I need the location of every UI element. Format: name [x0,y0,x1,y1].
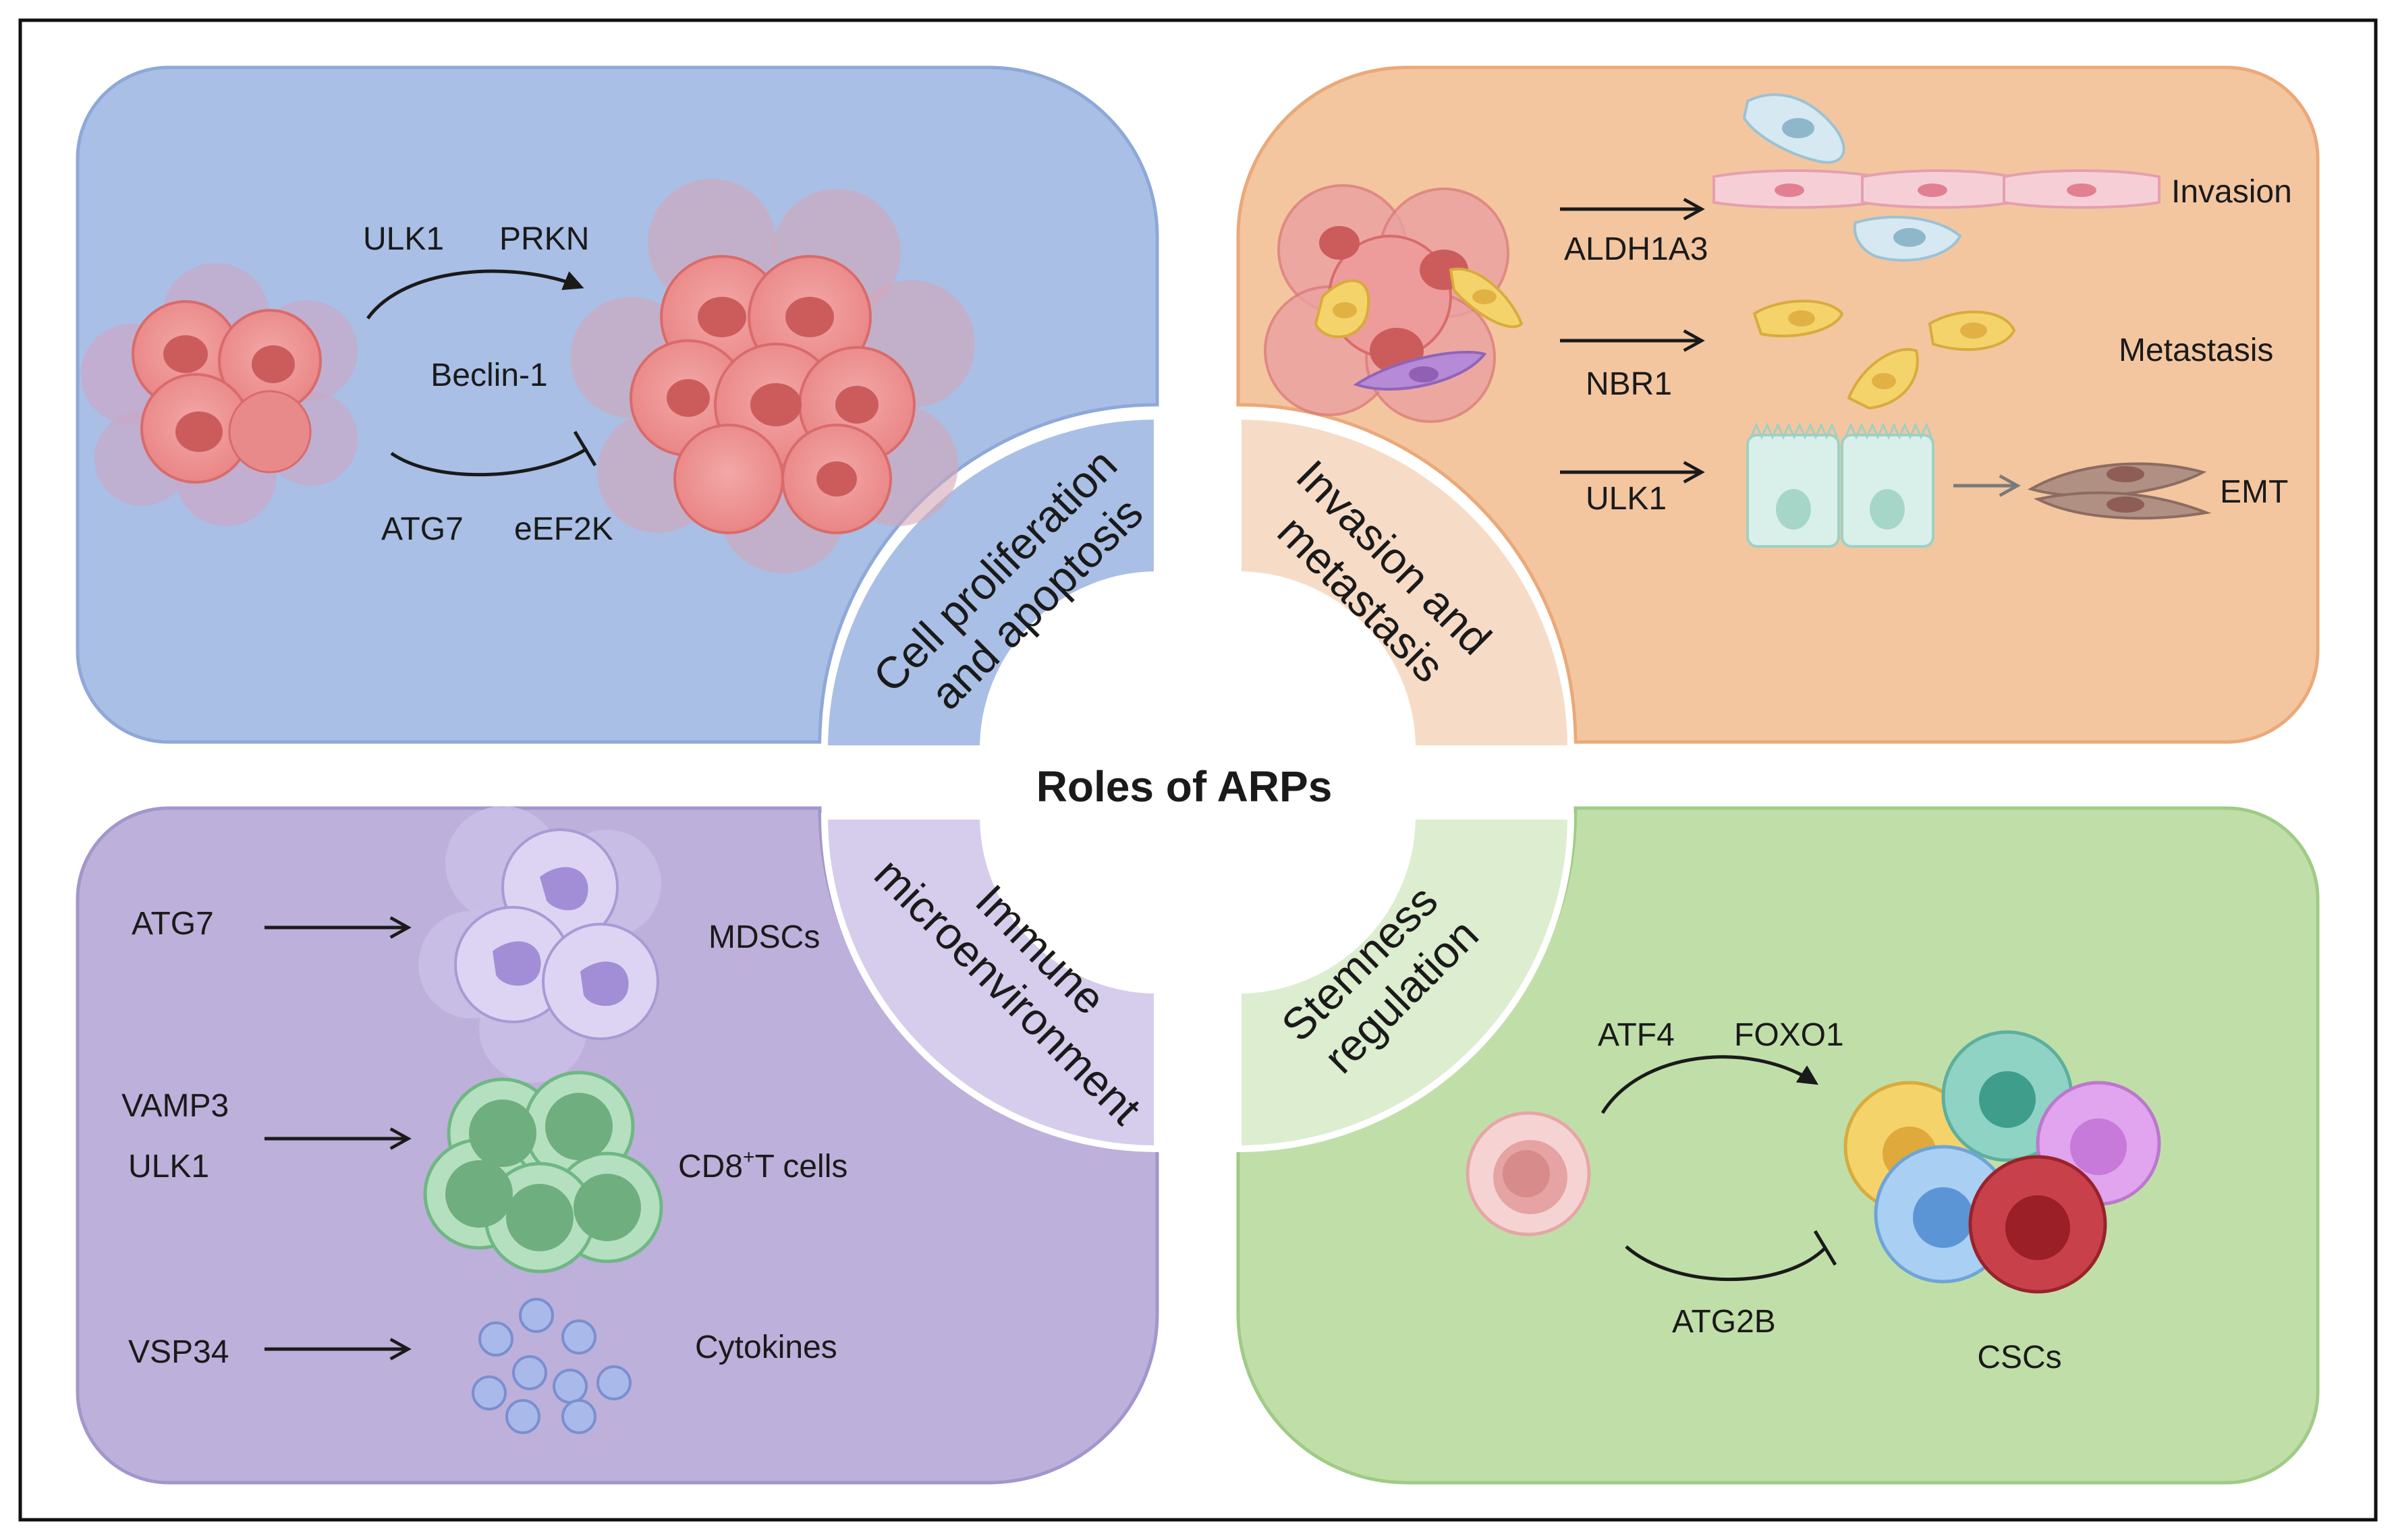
endothelial-barrier-icon [1712,169,2161,209]
mdsc-cluster-icon [418,806,661,1083]
emt-label: EMT [2220,474,2288,510]
tumor-with-migrating-cells-icon [1264,184,1524,423]
invading-cell-icon [1742,93,1962,262]
atg7-label: ATG7 [381,511,464,547]
beclin-1-label: Beclin-1 [430,358,547,393]
mdscs-label: MDSCs [708,919,820,955]
cd8-prefix: CD8 [678,1149,743,1185]
prkn-label: PRKN [499,221,589,257]
vamp3-label: VAMP3 [121,1088,229,1124]
cytokines-label: Cytokines [695,1330,837,1365]
epithelial-cells-icon [1746,422,1934,548]
nbr1-label: NBR1 [1586,366,1672,402]
cd8-t-cells-icon [423,1071,663,1274]
ulk1-emt-label: ULK1 [1586,481,1667,517]
aldh1a3-label: ALDH1A3 [1564,231,1708,267]
cytokines-icon [472,1298,632,1434]
metastasis-label: Metastasis [2119,333,2273,368]
stemness-activation-arrow [1600,1055,1819,1114]
inhibition-bar [573,430,597,467]
stem-cell-icon [1466,1111,1591,1236]
small-tumor-cluster-icon [81,263,358,526]
mesenchymal-cells-icon [2027,462,2212,520]
stemness-inhibition-bar [1813,1230,1837,1266]
atg2b-label: ATG2B [1672,1304,1776,1340]
activation-arrow [366,269,584,320]
stemness-inhibition-curve [1625,1245,1827,1282]
cscs-label: CSCs [1977,1340,2061,1375]
vsp34-label: VSP34 [128,1334,229,1370]
center-title: Roles of ARPs [1036,762,1333,811]
atf4-label: ATF4 [1598,1017,1675,1053]
invasion-ring-segment [1235,412,1575,752]
metastatic-cells-icon [1752,300,2016,410]
invasion-label: Invasion [2171,174,2292,210]
atg7-immune-label: ATG7 [132,906,214,942]
stemness-ring-segment [1235,813,1575,1153]
proliferation-ring-segment [820,412,1161,752]
cd8-t-cells-label: CD8+T cells [678,1146,847,1185]
cd8-suffix: T cells [755,1149,848,1185]
cd8-superscript: + [743,1146,755,1168]
cancer-stem-cells-icon [1843,1030,2161,1294]
immune-ring-segment [820,813,1161,1153]
eef2k-label: eEF2K [514,511,613,547]
ulk1-label: ULK1 [363,221,444,257]
foxo1-label: FOXO1 [1734,1017,1844,1053]
ulk1-immune-label: ULK1 [128,1149,209,1185]
inhibition-curve [390,447,588,477]
large-tumor-cluster-icon [570,179,975,573]
invasion-panel [1236,65,2320,744]
center-circle [1029,614,1366,951]
